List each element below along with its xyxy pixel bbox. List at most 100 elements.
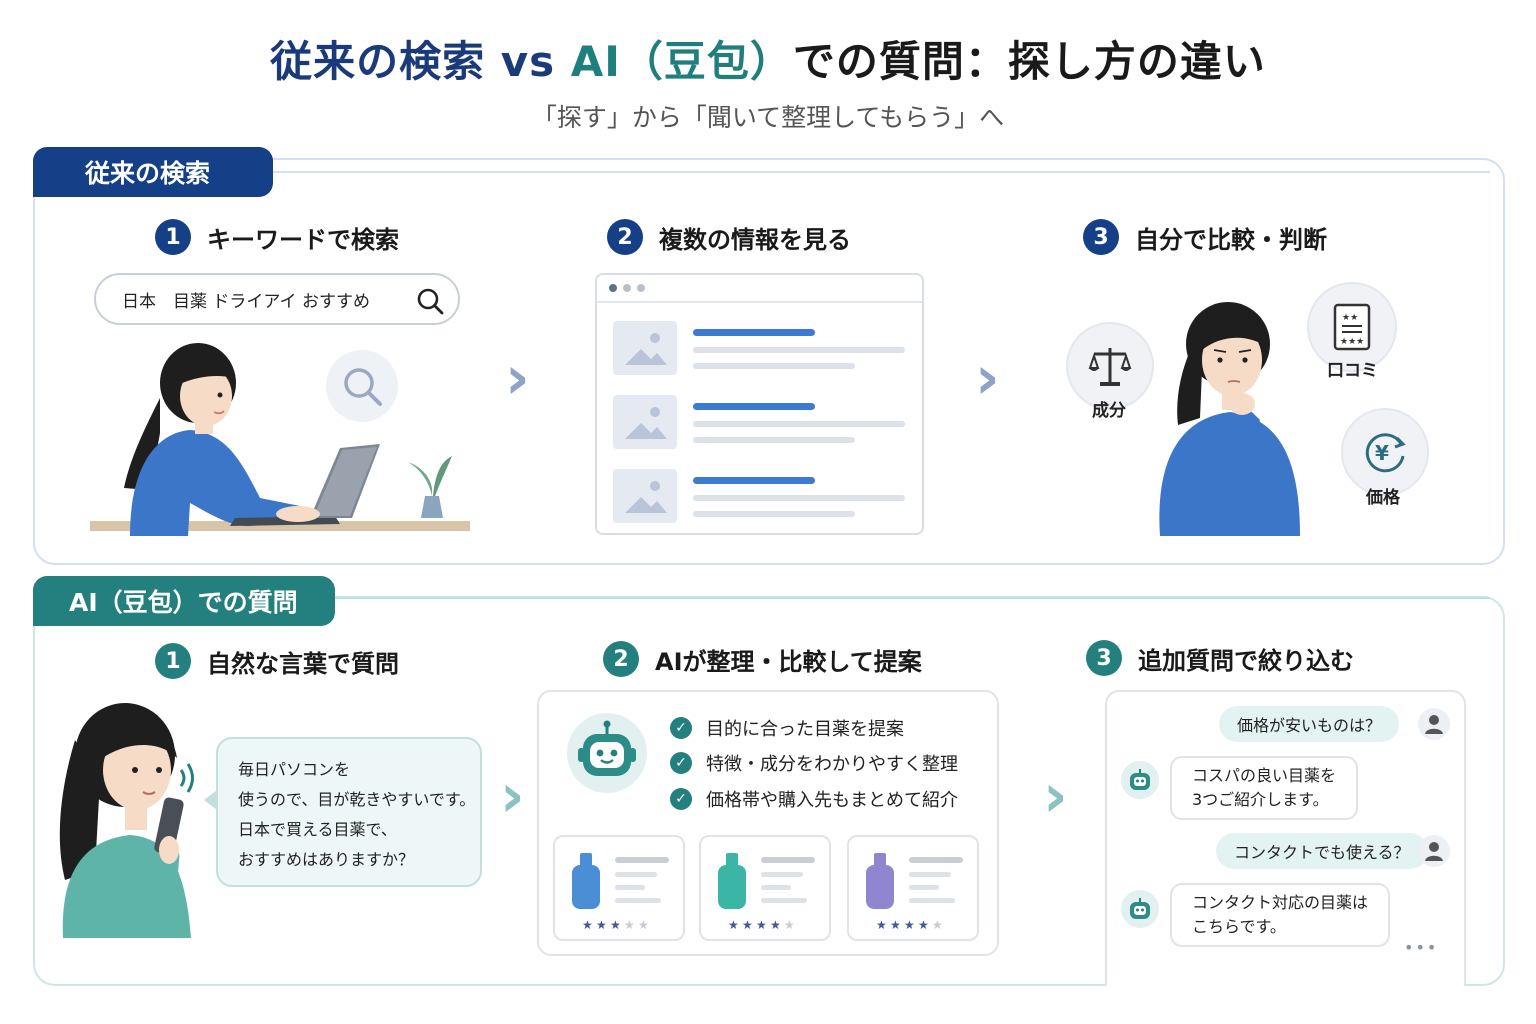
chevron-right-icon: › — [500, 761, 525, 831]
balance-scale-icon — [1088, 348, 1132, 386]
step-number: 1 — [155, 643, 191, 679]
step-number: 3 — [1083, 219, 1119, 255]
question-line: 使うので、目が乾きやすいです。 — [238, 790, 476, 809]
step-title: キーワードで検索 — [207, 225, 399, 254]
woman-laptop-illustration — [90, 343, 470, 536]
label-line — [909, 857, 963, 863]
message-text: コンタクト対応の目薬は — [1192, 893, 1369, 912]
step-title: AIが整理・比較して提案 — [655, 647, 922, 676]
ai-step-2: 2 AIが整理・比較して提案 — [603, 641, 922, 677]
step-number: 2 — [603, 641, 639, 677]
factor-price-badge: ¥ — [1341, 408, 1429, 496]
step-title: 追加質問で絞り込む — [1138, 646, 1354, 675]
step-title: 自分で比較・判断 — [1135, 225, 1327, 254]
step-number: 3 — [1086, 640, 1122, 676]
user-avatar-icon — [1418, 835, 1450, 867]
question-line: 毎日パソコンを — [238, 760, 351, 779]
title-part-rest: での質問：探し方の違い — [792, 37, 1266, 86]
svg-text:★★: ★★ — [1342, 313, 1358, 323]
factor-reviews-badge: ★★ ★★★ — [1307, 282, 1397, 372]
chevron-right-icon: › — [975, 343, 1000, 413]
label-line — [615, 898, 661, 903]
result-item — [613, 469, 905, 523]
label-line — [615, 885, 645, 890]
star-icon: ★ — [596, 918, 607, 932]
label-line — [761, 898, 807, 903]
ai-tab: AI（豆包）での質問 — [33, 576, 335, 626]
product-card[interactable]: ★★★★★ — [699, 835, 831, 941]
label-line — [909, 872, 951, 877]
bottle-cap — [726, 853, 738, 867]
step-title: 自然な言葉で質問 — [207, 649, 399, 678]
check-icon: ✓ — [670, 752, 692, 774]
eye-drop-bottle-icon: ★★★★★ — [718, 853, 815, 932]
browser-dot-icon — [637, 284, 645, 292]
bottle-body — [718, 865, 746, 909]
message-text: コスパの良い目薬を — [1192, 766, 1337, 785]
step-number: 2 — [607, 219, 643, 255]
question-line: 日本で買える目薬で、 — [238, 820, 397, 839]
user-message: コンタクトでも使える？ — [1216, 833, 1428, 869]
star-icon: ★ — [904, 918, 915, 932]
bottle-cap — [580, 853, 592, 867]
traditional-divider — [260, 171, 1490, 173]
page-title: 従来の検索 vs AI（豆包）での質問：探し方の違い — [0, 28, 1536, 89]
factor-ingredients-badge — [1066, 322, 1154, 410]
star-icon: ★ — [624, 918, 635, 932]
browser-dot-icon — [623, 284, 631, 292]
star-icon: ★ — [582, 918, 593, 932]
traditional-step-3: 3 自分で比較・判断 — [1083, 219, 1327, 255]
check-icon: ✓ — [670, 788, 692, 810]
check-text: 特徴・成分をわかりやすく整理 — [706, 754, 958, 775]
factor-label: 価格 — [1366, 488, 1400, 508]
ai-divider — [330, 597, 1490, 599]
title-part-traditional: 従来の検索 vs — [270, 37, 571, 86]
star-icon: ★ — [728, 918, 739, 932]
svg-text:★★★: ★★★ — [1340, 337, 1364, 347]
label-line — [909, 885, 939, 890]
search-input[interactable]: 日本 目薬 ドライアイ おすすめ — [94, 273, 460, 325]
factor-label: 成分 — [1092, 401, 1126, 421]
label-line — [761, 857, 815, 863]
star-icon: ★ — [876, 918, 887, 932]
star-icon: ★ — [932, 918, 943, 932]
message-text: こちらです。 — [1192, 917, 1286, 936]
star-icon: ★ — [918, 918, 929, 932]
more-ellipsis-icon: ••• — [1404, 938, 1439, 957]
yen-refresh-icon: ¥ — [1365, 433, 1406, 473]
eye-drop-bottle-icon: ★★★★★ — [572, 853, 669, 932]
question-line: おすすめはありますか？ — [238, 850, 415, 869]
eye-drop-bottle-icon: ★★★★★ — [866, 853, 963, 932]
product-card[interactable]: ★★★★★ — [553, 835, 685, 941]
ai-check-item: ✓ 目的に合った目薬を提案 — [670, 715, 904, 741]
star-icon: ★ — [638, 918, 649, 932]
label-line — [615, 857, 669, 863]
ai-check-item: ✓ 価格帯や購入先もまとめて紹介 — [670, 786, 958, 812]
check-text: 目的に合った目薬を提案 — [706, 719, 904, 740]
star-icon: ★ — [890, 918, 901, 932]
product-card[interactable]: ★★★★★ — [847, 835, 979, 941]
review-document-icon: ★★ ★★★ — [1333, 303, 1371, 351]
star-icon: ★ — [610, 918, 621, 932]
search-icon[interactable] — [416, 287, 444, 315]
user-avatar-icon — [1418, 708, 1450, 740]
bot-message: コンタクト対応の目薬は こちらです。 — [1170, 883, 1391, 947]
bot-avatar-icon — [1121, 761, 1159, 799]
search-query: 日本 目薬 ドライアイ おすすめ — [122, 291, 370, 312]
traditional-tab: 従来の検索 — [33, 147, 273, 197]
page-subtitle: 「探す」から「聞いて整理してもらう」へ — [531, 103, 1005, 132]
woman-phone-illustration — [59, 703, 194, 938]
browser-dot-icon — [609, 284, 617, 292]
result-item — [613, 395, 905, 449]
message-text: コンタクトでも使える？ — [1234, 843, 1410, 862]
label-line — [761, 885, 791, 890]
ai-step-3: 3 追加質問で絞り込む — [1086, 640, 1354, 676]
label-line — [615, 872, 657, 877]
result-item — [613, 321, 905, 375]
ai-check-item: ✓ 特徴・成分をわかりやすく整理 — [670, 750, 958, 776]
user-message: 価格が安いものは？ — [1219, 706, 1400, 742]
star-icon: ★ — [770, 918, 781, 932]
message-text: 価格が安いものは？ — [1237, 716, 1382, 735]
traditional-step-1: 1 キーワードで検索 — [155, 219, 399, 255]
step-number: 1 — [155, 219, 191, 255]
